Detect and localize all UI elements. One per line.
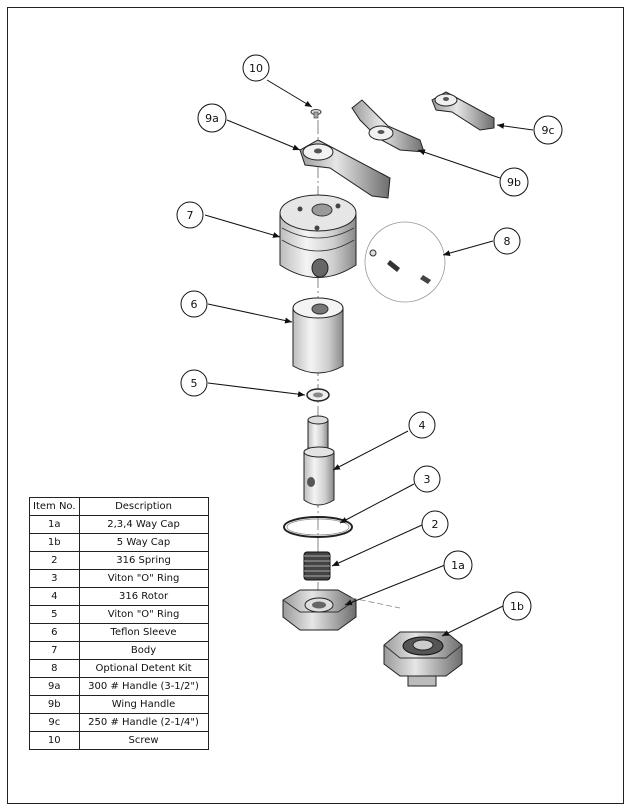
leader-lines xyxy=(204,79,534,637)
callout-7: 7 xyxy=(176,201,204,229)
part-teflon-sleeve xyxy=(292,297,344,374)
part-handle-9c xyxy=(431,91,495,131)
svg-text:1b: 1b xyxy=(510,600,524,613)
callout-1b: 1b xyxy=(502,591,532,621)
callout-9c: 9c xyxy=(533,115,563,145)
part-wing-handle-9b xyxy=(351,99,425,153)
bom-description: Screw xyxy=(78,731,209,750)
svg-text:10: 10 xyxy=(249,62,263,75)
callout-8: 8 xyxy=(493,227,521,255)
svg-text:6: 6 xyxy=(191,298,198,311)
svg-text:8: 8 xyxy=(504,235,511,248)
bom-item-number: 9b xyxy=(29,695,80,714)
svg-text:9c: 9c xyxy=(541,124,554,137)
bom-description: Viton "O" Ring xyxy=(78,569,209,588)
callout-2: 2 xyxy=(421,510,449,538)
part-spring xyxy=(303,551,331,581)
bom-description: 316 Spring xyxy=(78,551,209,570)
svg-text:9b: 9b xyxy=(507,176,521,189)
callout-10: 10 xyxy=(242,54,270,82)
part-detent-kit xyxy=(364,221,446,303)
bom-item-number: 3 xyxy=(29,569,80,588)
callout-5: 5 xyxy=(180,369,208,397)
svg-text:3: 3 xyxy=(424,473,431,486)
part-cap-1b xyxy=(383,631,463,687)
svg-text:1a: 1a xyxy=(451,559,465,572)
bom-header-item: Item No. xyxy=(29,497,80,516)
svg-text:9a: 9a xyxy=(205,112,219,125)
svg-text:2: 2 xyxy=(432,518,439,531)
bom-description: Teflon Sleeve xyxy=(78,623,209,642)
bom-item-number: 1b xyxy=(29,533,80,552)
bom-item-number: 6 xyxy=(29,623,80,642)
bom-description: 2,3,4 Way Cap xyxy=(78,515,209,534)
part-body xyxy=(279,194,357,278)
part-cap-1a xyxy=(282,589,401,631)
bom-description: Optional Detent Kit xyxy=(78,659,209,678)
bom-item-number: 2 xyxy=(29,551,80,570)
bom-header-description: Description xyxy=(78,497,209,516)
bom-item-number: 9a xyxy=(29,677,80,696)
callout-6: 6 xyxy=(180,290,208,318)
svg-text:7: 7 xyxy=(187,209,194,222)
bom-item-number: 1a xyxy=(29,515,80,534)
bom-description: Wing Handle xyxy=(78,695,209,714)
callout-3: 3 xyxy=(413,465,441,493)
bom-description: Body xyxy=(78,641,209,660)
bom-item-number: 10 xyxy=(29,731,80,750)
part-handle-9a xyxy=(299,139,391,199)
bom-item-number: 7 xyxy=(29,641,80,660)
bom-header-row: Item No. Description xyxy=(29,497,209,516)
callout-4: 4 xyxy=(408,411,436,439)
svg-text:5: 5 xyxy=(191,377,198,390)
bom-description: Viton "O" Ring xyxy=(78,605,209,624)
callout-9a: 9a xyxy=(197,103,227,133)
bom-description: 300 # Handle (3-1/2") xyxy=(78,677,209,696)
bom-item-number: 5 xyxy=(29,605,80,624)
bom-item-number: 9c xyxy=(29,713,80,732)
part-rotor xyxy=(303,415,335,506)
bom-item-number: 8 xyxy=(29,659,80,678)
part-o-ring-3 xyxy=(283,516,353,538)
part-o-ring-5 xyxy=(306,388,330,402)
bom-description: 5 Way Cap xyxy=(78,533,209,552)
bom-item-number: 4 xyxy=(29,587,80,606)
svg-text:4: 4 xyxy=(419,419,426,432)
callout-9b: 9b xyxy=(499,167,529,197)
part-screw xyxy=(310,109,322,119)
bom-description: 316 Rotor xyxy=(78,587,209,606)
callout-1a: 1a xyxy=(443,550,473,580)
bom-description: 250 # Handle (2-1/4") xyxy=(78,713,209,732)
